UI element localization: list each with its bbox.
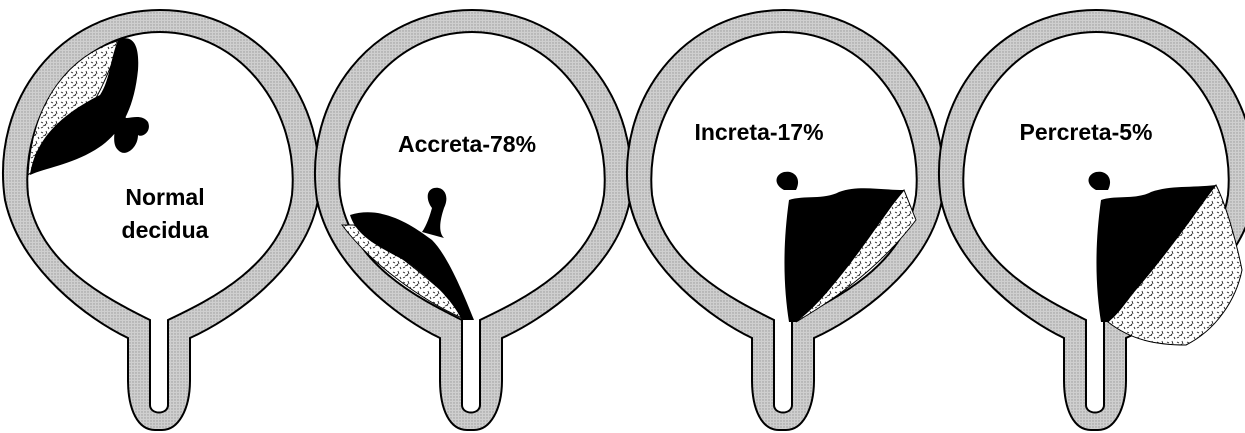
panel-accreta: Accreta-78% (315, 10, 631, 430)
label-accreta: Accreta-78% (398, 131, 536, 157)
label-increta: Increta-17% (694, 119, 823, 145)
panel-increta: Increta-17% (627, 10, 943, 430)
label-normal-line2: decidua (122, 217, 209, 243)
label-normal-line1: Normal (125, 184, 204, 210)
panel-percreta: Percreta-5% (939, 10, 1245, 430)
label-percreta: Percreta-5% (1020, 119, 1153, 145)
panel-normal: Normal decidua (3, 10, 319, 430)
